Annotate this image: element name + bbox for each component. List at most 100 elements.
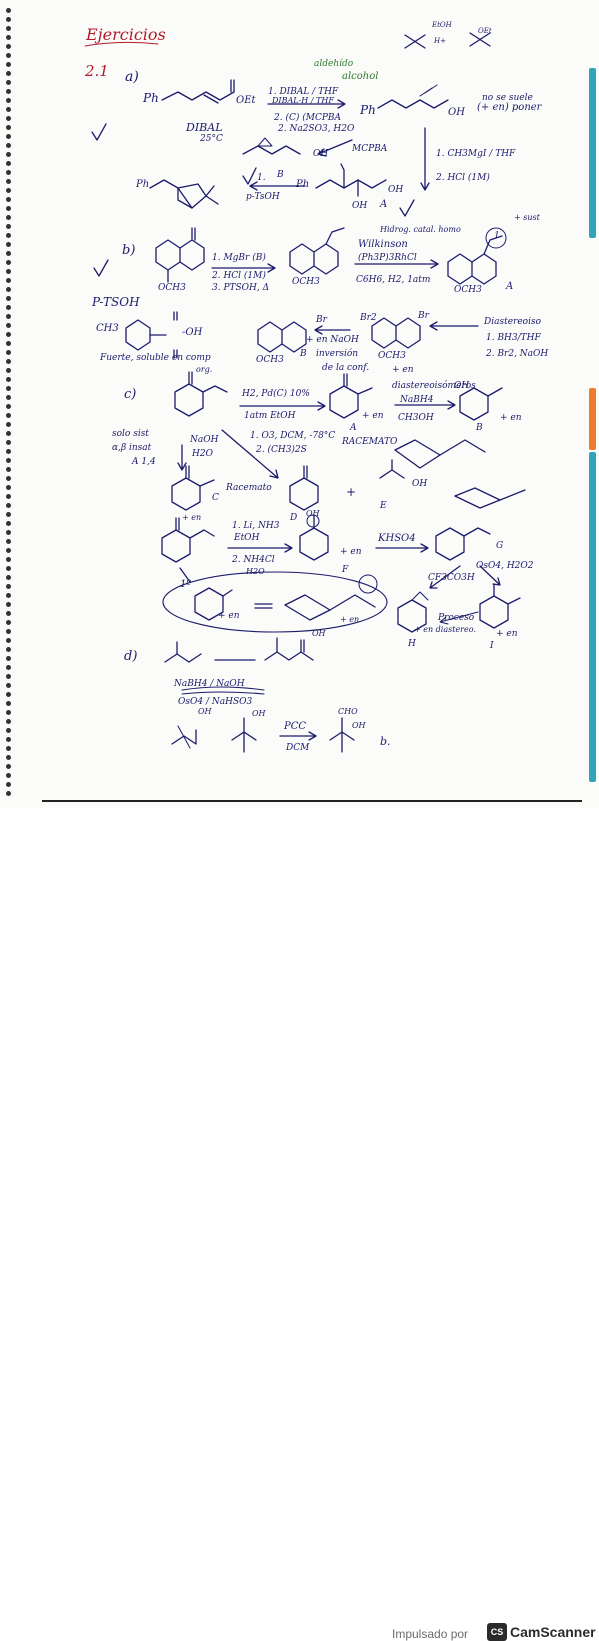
- page-tab-teal: [589, 68, 596, 238]
- exercise-number: 2.1: [85, 62, 109, 80]
- camscanner-brand: CamScanner: [510, 1624, 596, 1640]
- note-c-en1: + en: [362, 411, 384, 421]
- note-d-oh3: OH: [252, 709, 266, 718]
- note-c-A: A: [350, 423, 357, 433]
- note-b-ome5: OCH3: [378, 351, 406, 361]
- note-d-oh2: OH: [198, 707, 212, 716]
- note-b-br3: Br2: [360, 313, 377, 323]
- note-ph1: Ph: [143, 91, 159, 105]
- note-c-plus: +: [346, 485, 357, 499]
- note-top-oet: OEt: [478, 27, 492, 35]
- note-b-ome3: OCH3: [454, 285, 482, 295]
- page-tab-teal-lower: [589, 452, 596, 782]
- note-d-pcc: PCC: [284, 721, 307, 732]
- note-c-h2o: H2O: [192, 449, 213, 459]
- note-b-r2: 2. HCl (1M): [212, 271, 266, 281]
- note-a-poner: (+ en) poner: [477, 102, 542, 113]
- note-b-en1: + en NaOH: [306, 335, 359, 345]
- note-d-cho: CHO: [338, 707, 358, 716]
- note-c-diast: diastereoisómeros: [392, 381, 476, 391]
- note-c-H: H: [408, 639, 416, 649]
- note-c-nh4cl: 2. NH4Cl: [232, 555, 275, 565]
- note-a-green2: alcohol: [342, 71, 379, 82]
- note-a-oh3: OH: [388, 185, 404, 195]
- page-bottom-line: [42, 800, 582, 802]
- note-c-racem: RACEMATO: [342, 437, 398, 447]
- note-a-oh1: OH: [448, 107, 465, 118]
- note-c-en5: + en: [218, 611, 240, 621]
- note-c-li: 1. Li, NH3: [232, 521, 280, 531]
- note-c-G: G: [496, 541, 504, 551]
- note-c-ohE: OH: [412, 479, 428, 489]
- note-a-r2: 2. (C) (MCPBA: [274, 113, 341, 123]
- camscanner-logo-icon: CS: [487, 1623, 507, 1641]
- note-d-oh4: OH: [352, 721, 366, 730]
- note-a-oh2: OH: [313, 149, 329, 159]
- note-c-en3: + en: [182, 513, 202, 522]
- note-c-cf3: CF3CO3H: [428, 573, 475, 583]
- note-acid-note1: Fuerte, soluble en comp: [100, 353, 211, 363]
- note-c-C: C: [212, 493, 219, 503]
- note-a: a): [125, 69, 139, 85]
- note-b-A: A: [506, 281, 514, 292]
- note-c-nabh4: NaBH4: [400, 395, 434, 405]
- note-so3h: -OH: [182, 327, 203, 338]
- note-b-ome4: OCH3: [256, 355, 284, 365]
- note-b-sust: + sust: [514, 213, 540, 222]
- note-b-wilk: Wilkinson: [358, 239, 408, 250]
- note-a-oh4: OH: [352, 201, 368, 211]
- note-b-wilk2: (Ph3P)3RhCl: [358, 253, 417, 263]
- note-d-cross2: OsO4 / NaHSO3: [178, 697, 253, 707]
- note-a-r1: 1. DIBAL / THF: [268, 87, 339, 97]
- note-c-ch3oh: CH3OH: [398, 413, 434, 423]
- powered-by-text: Impulsado por: [392, 1627, 469, 1641]
- note-c-en7: + en: [496, 629, 518, 639]
- note-a-acet-b: B: [277, 170, 284, 180]
- note-b: b): [122, 243, 136, 258]
- note-a-ptsoh: p-TsOH: [246, 192, 280, 202]
- note-c-B: B: [476, 423, 483, 433]
- note-b-wilk3: C6H6, H2, 1atm: [356, 275, 431, 285]
- note-c-proc: Proceso: [438, 613, 475, 623]
- note-b-br2: Br: [418, 311, 429, 321]
- note-b-ome2: OCH3: [292, 277, 320, 287]
- note-c-h2o2: H2O: [246, 567, 265, 576]
- note-c-h2: H2, Pd(C) 10%: [242, 389, 310, 399]
- note-b-1: 1: [494, 231, 500, 241]
- note-d-cross: NaBH4 / NaOH: [174, 679, 245, 689]
- note-a-ph2: Ph: [360, 103, 376, 117]
- note-ch3: CH3: [96, 323, 119, 334]
- note-a-green1: aldehído: [314, 59, 354, 69]
- note-d: d): [124, 649, 138, 664]
- note-a-acet: 1.: [257, 173, 266, 183]
- note-c-diast2: + en diastereo.: [414, 625, 476, 634]
- note-a-r2b: 2. Na2SO3, H2O: [278, 124, 355, 134]
- note-d-dcm: DCM: [286, 743, 310, 753]
- note-dibal-t: 25°C: [200, 134, 223, 144]
- note-c-1o: 1º: [180, 579, 192, 590]
- note-a-ph4: Ph: [296, 179, 310, 190]
- note-a-A: A: [380, 199, 388, 210]
- note-top-h: H+: [434, 37, 446, 45]
- note-oet: OEt: [236, 95, 256, 106]
- note-c-D: D: [290, 513, 298, 523]
- note-c-naoh: NaOH: [190, 435, 219, 445]
- note-b-bh3: 1. BH3/THF: [486, 333, 541, 343]
- note-a-grig1: 1. CH3MgI / THF: [436, 149, 516, 159]
- note-dibal: DIBAL: [186, 121, 223, 134]
- note-b-inv2: de la conf.: [322, 363, 370, 373]
- note-c-E: E: [380, 501, 387, 511]
- note-b-r3: 3. PTSOH, Δ: [212, 283, 270, 293]
- note-b-en2: + en: [392, 365, 414, 375]
- note-b-B: B: [300, 349, 307, 359]
- note-c-solo1: solo sist: [112, 429, 149, 439]
- note-b-br4: 2. Br2, NaOH: [486, 349, 549, 359]
- note-b-r1: 1. MgBr (B): [212, 253, 266, 263]
- note-top-etoh: EtOH: [432, 21, 452, 29]
- note-a-nose: no se suele: [482, 93, 533, 103]
- note-d-oh: OH: [312, 629, 326, 638]
- note-b-inv1: inversión: [316, 349, 359, 359]
- note-b-h2: Hidrog. catal. homo: [380, 225, 461, 234]
- note-c: c): [124, 387, 137, 402]
- handwritten-structures: [84, 32, 526, 753]
